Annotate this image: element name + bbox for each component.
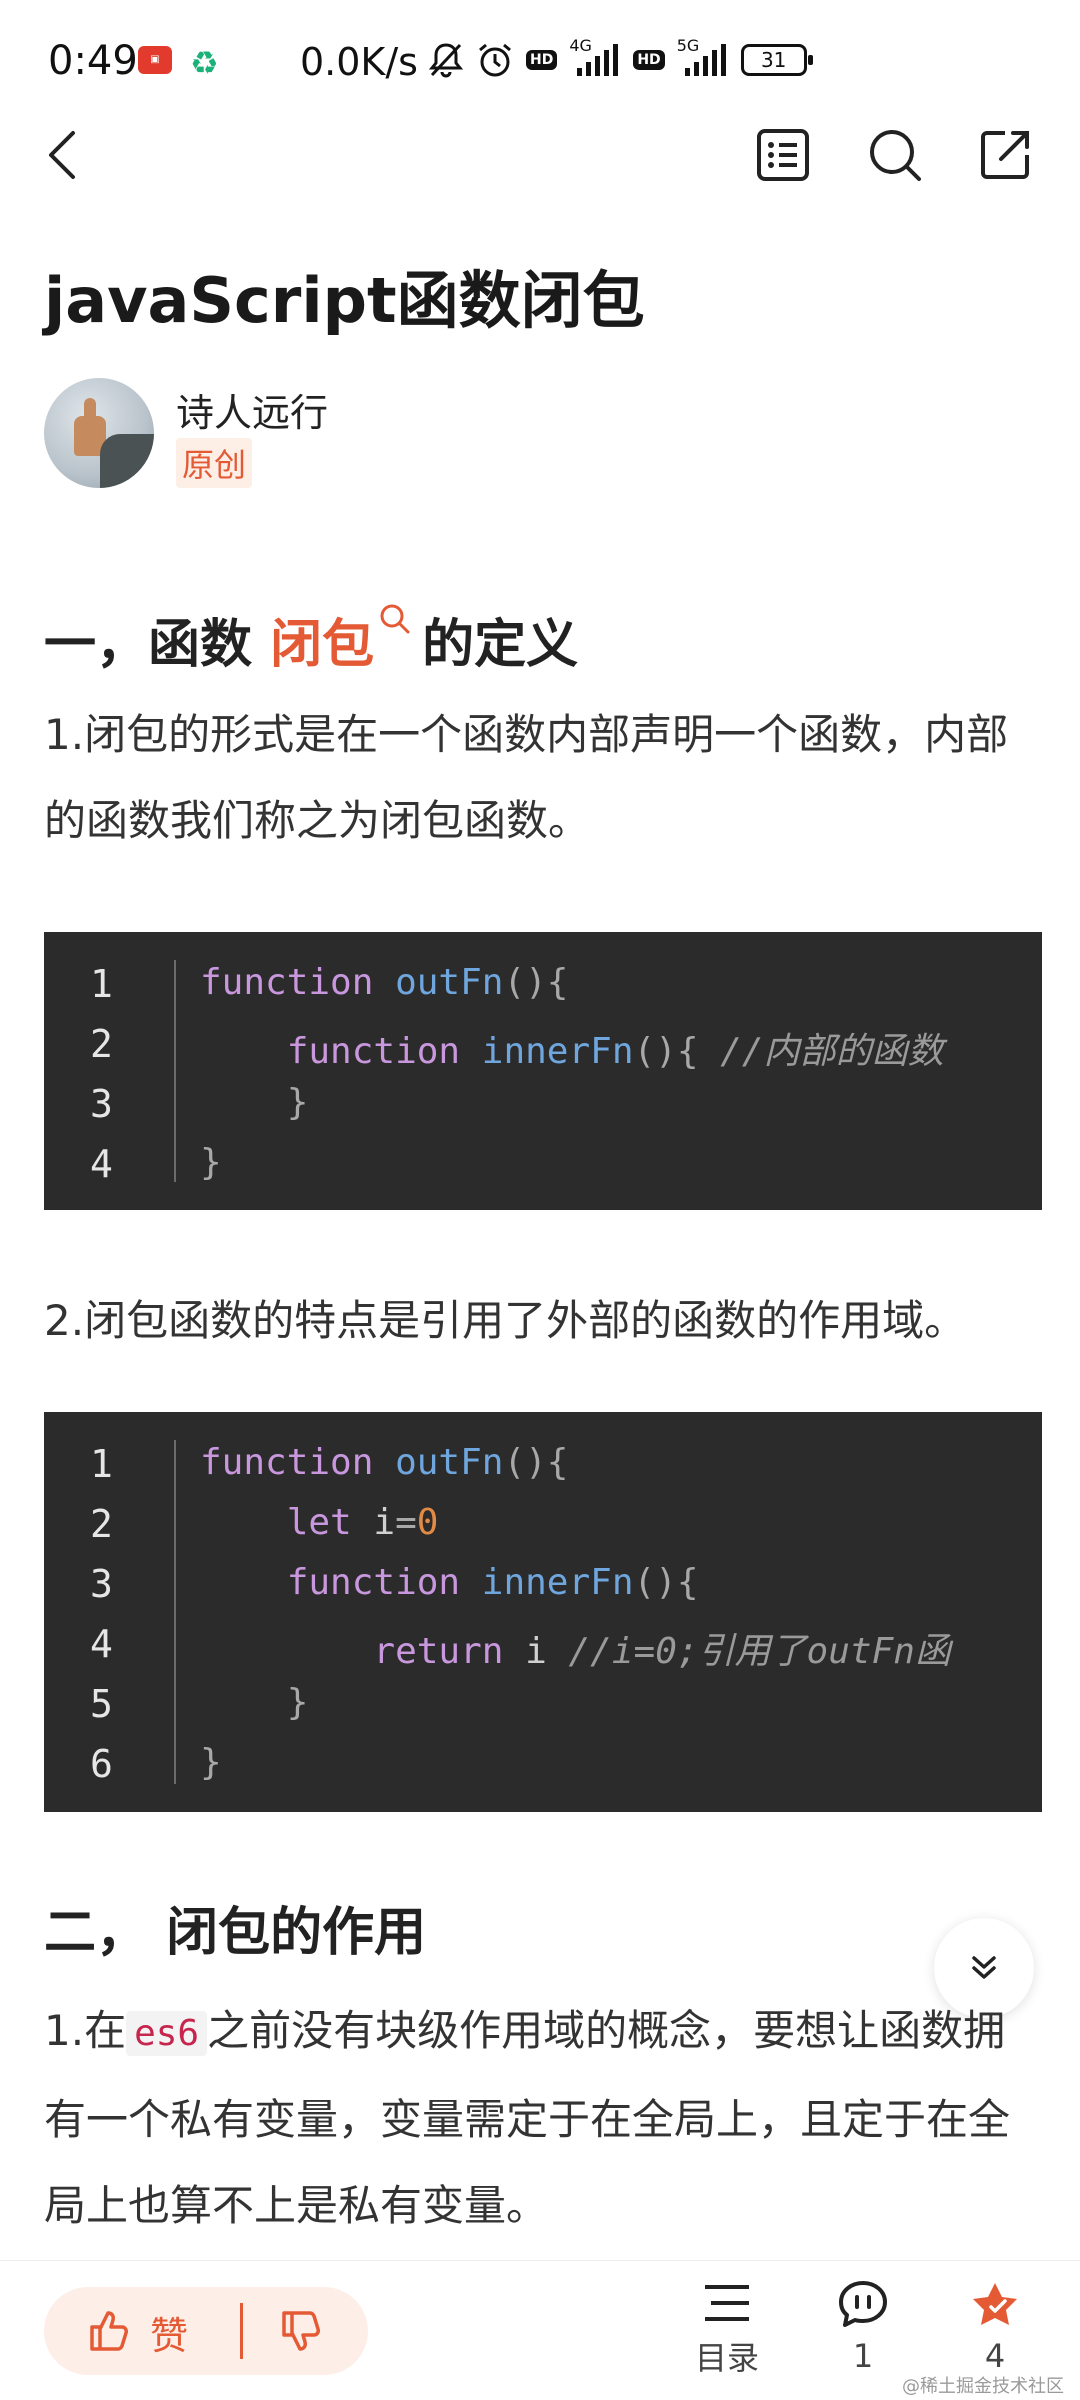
line-number: 2 <box>90 1502 113 1546</box>
code-line: function outFn(){ <box>200 962 569 1003</box>
search-icon <box>870 130 921 181</box>
top-nav <box>0 120 1080 210</box>
line-number: 4 <box>90 1142 113 1186</box>
highlight-keyword[interactable]: 闭包 <box>270 615 375 675</box>
paragraph-1: 1.闭包的形式是在一个函数内部声明一个函数，内部的函数我们称之为闭包函数。 <box>44 710 1009 845</box>
line-number: 2 <box>90 1022 113 1066</box>
code-line: } <box>200 1742 222 1783</box>
list-icon <box>705 2285 749 2321</box>
toc-button[interactable] <box>748 120 818 190</box>
watermark: @稀土掘金技术社区 <box>902 2376 1064 2397</box>
line-number: 1 <box>90 1442 113 1486</box>
code-line: return i //i=0;引用了outFn函 <box>373 1631 951 1672</box>
like-button[interactable]: 赞 <box>150 2314 189 2358</box>
original-tag: 原创 <box>176 438 253 488</box>
code-line: function outFn(){ <box>200 1442 569 1483</box>
search-button[interactable] <box>860 120 930 190</box>
comment-count: 1 <box>852 2337 874 2375</box>
inline-code: es6 <box>126 2011 208 2056</box>
code-block-1: 1 2 3 4 function outFn(){ function inner… <box>44 932 1042 1210</box>
hd-badge: HD <box>526 50 558 70</box>
article-title: javaScript函数闭包 <box>44 264 645 337</box>
sync-icon: ♻ <box>190 44 219 82</box>
toc-tab[interactable]: 目录 <box>682 2279 772 2379</box>
bell-off-icon <box>428 43 464 78</box>
bottom-action-bar: 赞 目录 1 4 <box>0 2260 1080 2400</box>
code-line: function innerFn(){ //内部的函数 <box>286 1031 944 1072</box>
comment-icon <box>839 2281 887 2327</box>
back-button[interactable] <box>30 120 100 190</box>
section-heading-2: 二， 闭包的作用 <box>44 1903 427 1963</box>
share-button[interactable] <box>970 120 1040 190</box>
network-speed: 0.0K/s <box>300 40 418 84</box>
like-pill: 赞 <box>44 2287 368 2375</box>
thumb-up-icon[interactable] <box>84 2307 132 2355</box>
code-block-2: 1 2 3 4 5 6 function outFn(){ let i=0 fu… <box>44 1412 1042 1812</box>
code-line: let i=0 <box>286 1502 439 1543</box>
code-line: } <box>200 1142 222 1183</box>
alarm-icon <box>479 43 511 77</box>
code-line: } <box>286 1082 309 1123</box>
section-heading-1: 一，函数 闭包的定义 <box>44 602 578 677</box>
divider <box>240 2303 243 2359</box>
signal-5g-icon: 5G <box>677 36 729 80</box>
thumb-down-icon[interactable] <box>276 2307 324 2355</box>
code-line: } <box>286 1682 309 1723</box>
star-icon <box>973 2283 1017 2325</box>
line-number: 3 <box>90 1082 113 1126</box>
app-notification-icon: ▣ <box>138 46 172 74</box>
status-icons: HD 4G HD 5G 31 <box>428 36 813 80</box>
line-number: 5 <box>90 1682 113 1726</box>
chevron-left-icon <box>49 131 75 179</box>
battery-icon: 31 <box>740 44 813 76</box>
author-name[interactable]: 诗人远行 <box>176 391 329 435</box>
hd-badge-2: HD <box>633 50 665 70</box>
line-number: 3 <box>90 1562 113 1606</box>
status-time: 0:49 <box>48 38 138 84</box>
line-number: 6 <box>90 1742 113 1786</box>
share-icon <box>981 131 1029 179</box>
line-number: 1 <box>90 962 113 1006</box>
line-number: 4 <box>90 1622 113 1666</box>
double-chevron-down-icon <box>972 1956 996 1979</box>
code-line: function innerFn(){ <box>286 1562 699 1603</box>
code-gutter <box>44 932 176 1210</box>
paragraph-2: 2.闭包函数的特点是引用了外部的函数的作用域。 <box>44 1296 967 1345</box>
list-icon <box>757 129 809 181</box>
comment-tab[interactable]: 1 <box>818 2279 908 2375</box>
code-gutter <box>44 1412 176 1812</box>
signal-4g-icon: 4G <box>569 36 621 80</box>
status-bar: 0:49 ▣ ♻ 0.0K/s HD 4G HD 5G 31 <box>0 0 1080 120</box>
avatar[interactable] <box>44 378 154 488</box>
search-icon[interactable] <box>378 602 412 636</box>
scroll-down-button[interactable] <box>934 1918 1034 2018</box>
author-row: 诗人远行 原创 <box>44 378 944 488</box>
collect-count: 4 <box>984 2337 1006 2375</box>
collect-tab[interactable]: 4 <box>950 2279 1040 2375</box>
toc-label: 目录 <box>694 2339 759 2377</box>
